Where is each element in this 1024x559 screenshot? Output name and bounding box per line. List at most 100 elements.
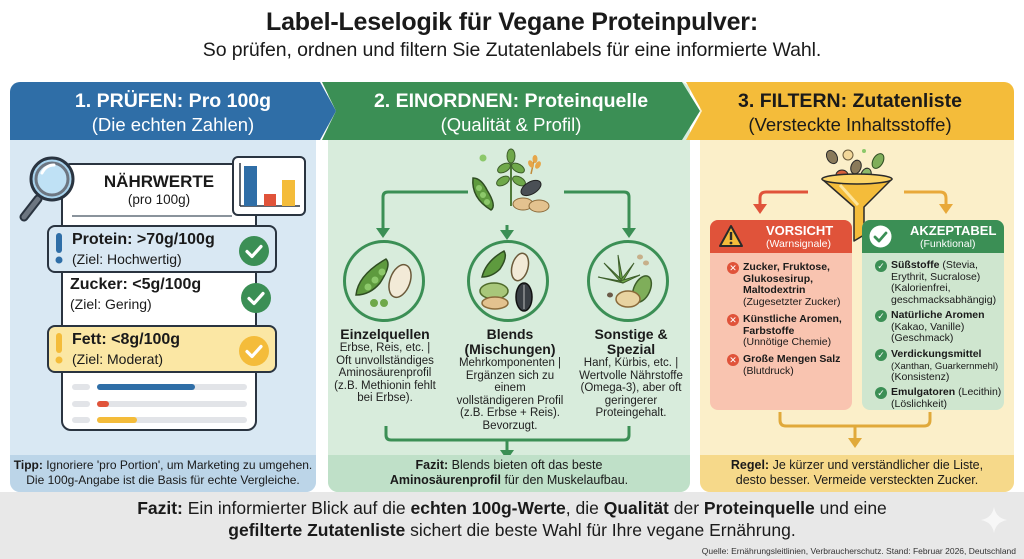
check-icon: ✓ (875, 260, 887, 272)
category-blends: Blends (Mischungen) Mehrkomponenten | Er… (450, 327, 570, 432)
rule-label: Regel: (730, 458, 770, 472)
blend-icon (467, 240, 549, 322)
x-icon: ✕ (727, 314, 739, 326)
conclusion-text: Blends bieten oft das beste (448, 458, 603, 472)
step1-header: 1. PRÜFEN: Pro 100g (Die echten Zahlen) (10, 82, 336, 140)
step3-title: 3. FILTERN: Zutatenliste (738, 90, 962, 112)
item-note: (Kakao, Vanille) (891, 320, 965, 333)
nutrient-target: (Ziel: Moderat) (72, 351, 164, 367)
category-line: (z.B. Erbse + Reis). (459, 407, 560, 419)
acceptable-item: ✓ Verdickungsmittel (Xanthan, Guarkernme… (875, 348, 1003, 384)
emphasis: echten 100g-Werte (410, 498, 566, 518)
text: , die (565, 498, 604, 518)
conclusion-label: Fazit: (415, 458, 449, 472)
flow-arrows (376, 190, 636, 460)
check-icon (238, 235, 270, 267)
nutrient-target: (Ziel: Gering) (70, 296, 152, 312)
category-line: (Omega-3), aber oft (580, 382, 682, 394)
category-line: geringerer (604, 394, 658, 407)
plant-seeds-icon (472, 148, 550, 213)
category-title: Blends (486, 326, 534, 342)
acceptable-subtitle: (Funktional) (920, 238, 976, 250)
step2-title: 2. EINORDNEN: Proteinquelle (373, 90, 649, 112)
check-circle-icon (869, 225, 892, 248)
acceptable-title: AKZEPTABEL (910, 223, 997, 238)
step3-subtitle: (Versteckte Inhaltsstoffe) (748, 114, 952, 135)
conclusion-label: Fazit: (137, 498, 183, 518)
bar-chart-icon (232, 156, 306, 216)
acceptable-item: ✓ Natürliche Aromen (Kakao, Vanille) (Ge… (875, 309, 1003, 345)
step1-subtitle: (Die echten Zahlen) (91, 114, 255, 135)
caution-title: VORSICHT (766, 223, 834, 238)
magnifier-icon (19, 156, 75, 222)
category-line: vollständigeren Profil (456, 394, 564, 407)
category-single-source: Einzelquellen Erbse, Reis, etc. | Oft un… (330, 327, 440, 405)
caution-item: ✕ Zucker, Fruktose, Glukosesirup, Maltod… (727, 261, 849, 308)
funnel-icon (821, 149, 893, 242)
caution-header: VORSICHT (Warnsignale) (710, 220, 852, 253)
caution-item: ✕ Große Mengen Salz (Blutdruck) (727, 353, 849, 377)
category-line: (z.B. Methionin fehlt (334, 379, 436, 392)
conclusion-text: Fazit: Ein informierter Blick auf die ec… (0, 492, 1024, 541)
check-icon (238, 335, 270, 367)
category-special: Sonstige & Spezial Hanf, Kürbis, etc. | … (576, 327, 686, 420)
divider (72, 215, 232, 217)
tip-text: Ignoriere 'pro Portion', um Marketing zu… (42, 458, 313, 472)
nutrient-label: Zucker: <5g/100g (70, 276, 202, 293)
acceptable-header: AKZEPTABEL (Funktional) (862, 220, 1004, 253)
category-line: Mehrkomponenten | (458, 357, 562, 369)
item-title: Emulgatoren (891, 386, 956, 398)
check-icon: ✓ (875, 387, 887, 399)
item-title: Verdickungsmittel (891, 348, 982, 360)
step1-tip: Tipp: Ignoriere 'pro Portion', um Market… (10, 455, 316, 492)
nutrient-target: (Ziel: Hochwertig) (72, 251, 182, 267)
conclusion-text-2: für den Muskelaufbau. (500, 473, 629, 487)
rule-text: Je kürzer und verständlicher die Liste, (769, 458, 984, 472)
check-icon: ✓ (875, 310, 887, 322)
item-note: Erythrit, Sucralose) (891, 270, 981, 283)
step3-rule: Regel: Je kürzer und verständlicher die … (700, 455, 1014, 492)
nutrient-row-protein: Protein: >70g/100g (Ziel: Hochwertig) (47, 225, 277, 273)
filter-arrows (753, 190, 953, 448)
nutrient-label: Protein: >70g/100g (72, 231, 215, 248)
page-subtitle: So prüfen, ordnen und filtern Sie Zutate… (202, 39, 822, 61)
item-title: Große Mengen Salz (743, 353, 841, 365)
exclamation-icon (55, 333, 63, 364)
item-note: (Lecithin) (955, 386, 1002, 398)
item-title: Süßstoffe (891, 259, 940, 271)
category-title-2: Spezial (606, 341, 656, 357)
step1-title: 1. PRÜFEN: Pro 100g (74, 90, 272, 112)
single-source-icon (343, 240, 425, 322)
x-icon: ✕ (727, 354, 739, 366)
step2-conclusion: Fazit: Blends bieten oft das beste Amino… (328, 455, 690, 492)
caution-subtitle: (Warnsignale) (766, 238, 831, 250)
page-title: Label-Leselogik für Vegane Proteinpulver… (266, 8, 758, 36)
special-source-icon (587, 240, 669, 322)
category-line: Ergänzen sich zu einem (465, 369, 555, 395)
warning-icon (719, 225, 743, 247)
item-note: (Geschmack) (891, 332, 954, 344)
nutrition-subtitle: (pro 100g) (127, 192, 191, 207)
caution-item: ✕ Künstliche Aromen, Farbstoffe (Unnötig… (727, 313, 849, 349)
text: und eine (814, 498, 887, 518)
tip-text-2: Die 100g-Angabe ist die Basis für echte … (26, 473, 300, 487)
source-note: Quelle: Ernährungsleitlinien, Verbrauche… (701, 546, 1016, 556)
step2-header: 2. EINORDNEN: Proteinquelle (Qualität & … (322, 82, 700, 140)
exclamation-icon (55, 233, 63, 264)
category-line: Erbse, Reis, etc. | (339, 342, 431, 354)
step2-subtitle: (Qualität & Profil) (440, 114, 582, 135)
rule-text-2: desto besser. Vermeide versteckten Zucke… (735, 473, 979, 487)
category-line: Aminosäurenprofil (338, 367, 432, 379)
text: der (668, 498, 704, 518)
nutrient-label: Fett: <8g/100g (72, 331, 181, 348)
header: Label-Leselogik für Vegane Proteinpulver… (0, 0, 1024, 62)
item-note: (Blutdruck) (743, 364, 794, 377)
acceptable-item: ✓ Süßstoffe (Stevia, Erythrit, Sucralose… (875, 259, 1003, 306)
item-title: Künstliche Aromen, (743, 313, 842, 325)
item-note: (Stevia, (939, 259, 978, 271)
sparkle-icon (981, 507, 1007, 533)
item-note: (Unnötige Chemie) (743, 336, 832, 348)
acceptable-box: AKZEPTABEL (Funktional) ✓ Süßstoffe (Ste… (862, 220, 1004, 410)
text: Ein informierter Blick auf die (182, 498, 411, 518)
item-title: Natürliche Aromen (891, 309, 985, 321)
